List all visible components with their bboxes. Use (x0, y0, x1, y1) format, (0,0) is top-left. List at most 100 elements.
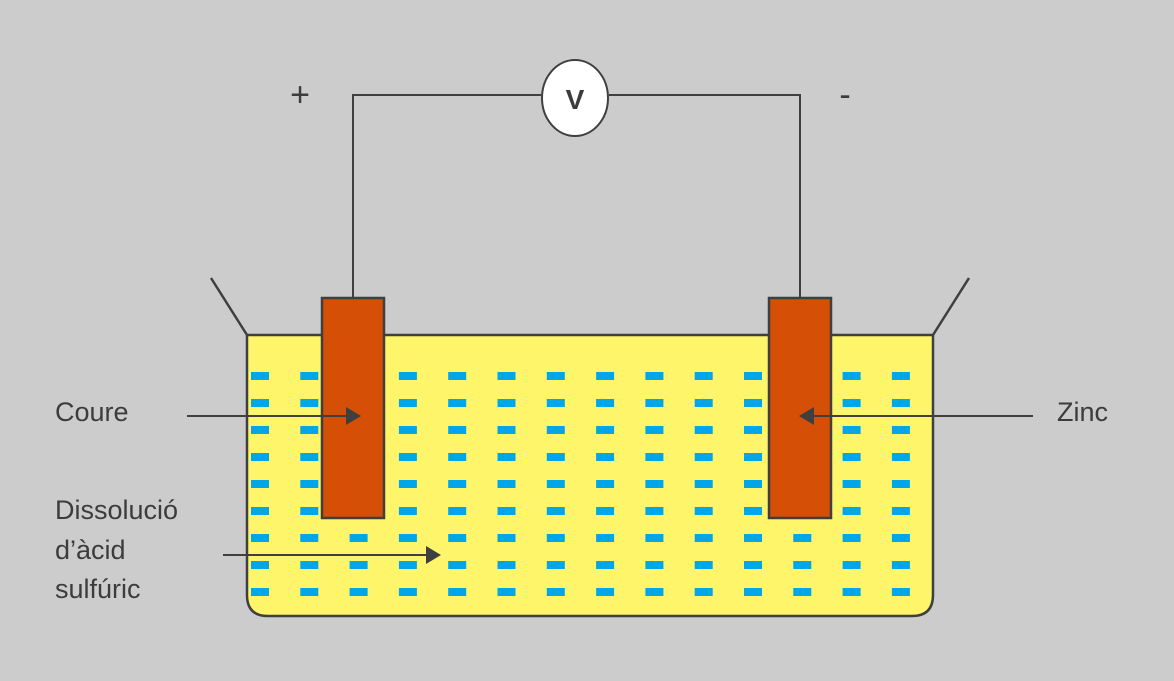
ion-dash (251, 453, 269, 461)
arrowhead-icon (799, 407, 814, 425)
ion-dash (744, 507, 762, 515)
ion-dash (842, 426, 861, 434)
ion-dash (448, 534, 467, 542)
ion-dash (596, 426, 615, 434)
ion-dash (793, 561, 812, 569)
ion-dash (645, 372, 664, 380)
ion-dash (398, 534, 417, 542)
solution-label-line-3: sulfúric (55, 574, 141, 604)
ion-dash (744, 534, 762, 542)
voltmeter: V (541, 59, 609, 137)
ion-dash (645, 480, 664, 488)
ion-dash (596, 372, 615, 380)
zinc-label: Zinc (1057, 397, 1108, 427)
ion-dash (694, 426, 713, 434)
ion-dash (300, 453, 319, 461)
ion-dash (251, 507, 269, 515)
ion-dash (546, 453, 565, 461)
ion-dash (448, 426, 467, 434)
ion-dash (694, 372, 713, 380)
arrowhead-icon (426, 546, 441, 564)
ion-dash (497, 534, 516, 542)
ion-dash (793, 588, 812, 596)
ion-dash (891, 534, 910, 542)
ion-dash (497, 507, 516, 515)
ion-dash (744, 399, 762, 407)
ion-dash (842, 534, 861, 542)
ion-dash (891, 453, 910, 461)
ion-dash (448, 399, 467, 407)
ion-dash (842, 372, 861, 380)
ion-dash (497, 561, 516, 569)
wire-positive (352, 94, 541, 299)
ion-dash (497, 426, 516, 434)
ion-dash (349, 588, 368, 596)
wire-negative (609, 94, 801, 299)
ion-dash (842, 561, 861, 569)
ion-dash (891, 507, 910, 515)
copper-electrode (320, 296, 386, 520)
ion-dash (251, 480, 269, 488)
ion-dash (891, 399, 910, 407)
ion-dash (398, 426, 417, 434)
solution-label-line-1: Dissolució (55, 495, 178, 525)
ion-dash (448, 561, 467, 569)
ion-dash (596, 507, 615, 515)
ion-dash (842, 453, 861, 461)
ion-dash (251, 426, 269, 434)
ion-dash (744, 372, 762, 380)
ion-dash (842, 399, 861, 407)
ion-dash (596, 561, 615, 569)
ion-dash (448, 453, 467, 461)
copper-pointer-arrow (187, 407, 361, 425)
ion-dash (891, 372, 910, 380)
ion-dash (448, 372, 467, 380)
ion-dash (300, 561, 319, 569)
ion-dash (744, 588, 762, 596)
beaker-right-lip (931, 277, 971, 336)
ion-dash (497, 588, 516, 596)
ion-dash (694, 399, 713, 407)
ion-dash (694, 561, 713, 569)
ion-dash (251, 534, 269, 542)
voltmeter-circle (541, 59, 609, 137)
positive-terminal-label: + (290, 76, 310, 114)
ion-dash (546, 480, 565, 488)
ion-dash (546, 372, 565, 380)
ion-dash (300, 480, 319, 488)
ion-dash (596, 534, 615, 542)
ion-dash (744, 426, 762, 434)
ion-dash (744, 561, 762, 569)
ion-dash (300, 372, 319, 380)
ion-dash (842, 507, 861, 515)
ion-dash (645, 399, 664, 407)
ion-dash (891, 426, 910, 434)
ion-dash (398, 561, 417, 569)
ion-dash (497, 399, 516, 407)
ion-dash (891, 588, 910, 596)
ion-dash (891, 561, 910, 569)
ion-dash (546, 426, 565, 434)
ion-dash (300, 426, 319, 434)
ion-dash (546, 399, 565, 407)
zinc-pointer-arrow (799, 407, 1033, 425)
ion-dash (645, 588, 664, 596)
ion-dash (398, 399, 417, 407)
ion-dash (694, 453, 713, 461)
ion-dash (349, 534, 368, 542)
ion-dash (596, 453, 615, 461)
ion-dash (300, 534, 319, 542)
ion-dash (744, 480, 762, 488)
ion-dash (645, 507, 664, 515)
ion-dash (398, 372, 417, 380)
zinc-electrode (767, 296, 833, 520)
sulfuric-acid-ions (251, 372, 910, 596)
ion-dash (694, 534, 713, 542)
ion-dash (645, 534, 664, 542)
ion-dash (448, 480, 467, 488)
beaker-left-lip (209, 277, 249, 336)
ion-dash (546, 507, 565, 515)
ion-dash (251, 561, 269, 569)
ion-dash (398, 453, 417, 461)
